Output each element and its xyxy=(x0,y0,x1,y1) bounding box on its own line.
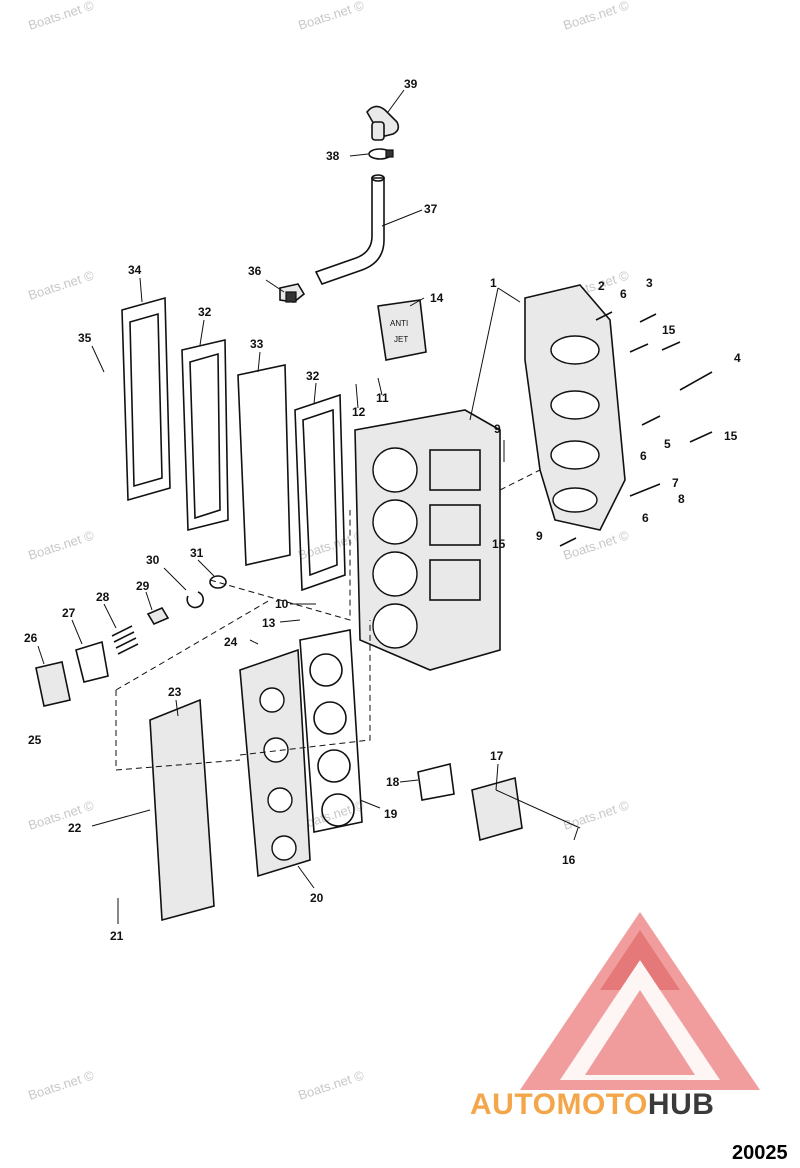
callout-9b: 9 xyxy=(536,529,543,543)
callout-4: 4 xyxy=(734,351,741,365)
gasket-34-part xyxy=(121,296,171,502)
elbow-fitting-part xyxy=(366,105,400,141)
logo-part-moto: MOTO xyxy=(556,1088,648,1121)
watermark-text: Boats.net © xyxy=(26,527,96,562)
cylinder-block-part xyxy=(354,409,501,671)
callout-37: 37 xyxy=(424,202,438,216)
clip-30-part xyxy=(186,591,204,609)
callout-24: 24 xyxy=(224,635,238,649)
logo-part-hub: HUB xyxy=(647,1088,715,1121)
callout-14: 14 xyxy=(430,291,444,305)
callout-22: 22 xyxy=(68,821,82,835)
head-cover-23-part xyxy=(149,698,215,922)
gasket-27-part xyxy=(75,640,109,683)
callout-30: 30 xyxy=(146,553,160,567)
watermark-text: Boats.net © xyxy=(296,0,366,33)
watermark-text: Boats.net © xyxy=(26,797,96,832)
logo-part-auto: AUTO xyxy=(470,1088,557,1121)
fitting-part xyxy=(279,283,306,303)
callout-15c: 15 xyxy=(492,537,506,551)
anti-jet-decal-part: ANTI JET xyxy=(377,299,427,361)
callout-28: 28 xyxy=(96,590,110,604)
watermark-text: Boats.net © xyxy=(561,0,631,33)
cover-17-part xyxy=(471,776,523,842)
spring-28-part xyxy=(111,625,139,655)
callout-23: 23 xyxy=(168,685,182,699)
callout-7: 7 xyxy=(672,476,679,490)
plate-33-part xyxy=(237,364,291,566)
automotohub-logo: AUTOMOTOHUB xyxy=(470,1088,714,1122)
callout-27: 27 xyxy=(62,606,76,620)
callout-29: 29 xyxy=(136,579,150,593)
callout-21: 21 xyxy=(110,929,124,943)
leader-lines xyxy=(37,89,581,924)
assembly-guide-lines xyxy=(115,469,541,771)
callout-34: 34 xyxy=(128,263,142,277)
callout-3: 3 xyxy=(646,276,653,290)
watermark-text: Boats.net © xyxy=(561,797,631,832)
callout-6b: 6 xyxy=(640,449,647,463)
hose-part xyxy=(314,174,385,285)
watermark-text: Boats.net © xyxy=(296,527,366,562)
callout-20: 20 xyxy=(310,891,324,905)
crankcase-bolts xyxy=(559,311,713,547)
watermark-text: Boats.net © xyxy=(561,527,631,562)
decal-text-line1: ANTI xyxy=(390,319,408,328)
callout-35: 35 xyxy=(78,331,92,345)
callout-17: 17 xyxy=(490,749,504,763)
callout-5: 5 xyxy=(664,437,671,451)
callout-15: 15 xyxy=(662,323,676,337)
callout-2: 2 xyxy=(598,279,605,293)
callout-11: 11 xyxy=(376,391,389,405)
callout-18: 18 xyxy=(386,775,400,789)
crankcase-part xyxy=(524,284,626,531)
callout-26: 26 xyxy=(24,631,38,645)
watermark-text: Boats.net © xyxy=(296,1067,366,1102)
head-gasket-19-part xyxy=(299,629,363,833)
callout-labels: 1 2 3 4 5 6 7 8 9 10 11 12 13 14 15 16 1… xyxy=(24,77,741,943)
drawing-number: 20025 xyxy=(732,1142,788,1164)
callout-38: 38 xyxy=(326,149,340,163)
callout-32a: 32 xyxy=(198,305,212,319)
cylinder-head-20-part xyxy=(239,648,311,878)
callout-10: 10 xyxy=(275,597,289,611)
callout-9: 9 xyxy=(494,422,501,436)
callout-33: 33 xyxy=(250,337,264,351)
callout-25: 25 xyxy=(28,733,42,747)
callout-31: 31 xyxy=(190,546,204,560)
plunger-29-part xyxy=(146,606,170,626)
callout-12: 12 xyxy=(352,405,366,419)
watermark-text: Boats.net © xyxy=(26,0,96,33)
callout-15b: 15 xyxy=(724,429,738,443)
callout-19: 19 xyxy=(384,807,398,821)
ring-31-part xyxy=(209,575,227,589)
callout-32b: 32 xyxy=(306,369,320,383)
decal-text-line2: JET xyxy=(394,335,408,344)
watermark-text: Boats.net © xyxy=(26,267,96,302)
logo-triangle xyxy=(520,912,760,1090)
gasket-32b-part xyxy=(294,393,346,592)
watermark-text: Boats.net © xyxy=(26,1067,96,1102)
callout-8: 8 xyxy=(678,492,685,506)
callout-13: 13 xyxy=(262,616,276,630)
callout-39: 39 xyxy=(404,77,418,91)
callout-36: 36 xyxy=(248,264,262,278)
hose-clamp-part xyxy=(368,148,394,160)
gasket-18-part xyxy=(417,763,455,801)
callout-16: 16 xyxy=(562,853,576,867)
callout-6: 6 xyxy=(620,287,627,301)
callout-1: 1 xyxy=(490,276,497,290)
callout-6c: 6 xyxy=(642,511,649,525)
gasket-32-part xyxy=(181,338,229,532)
valve-cover-26-part xyxy=(35,661,71,707)
